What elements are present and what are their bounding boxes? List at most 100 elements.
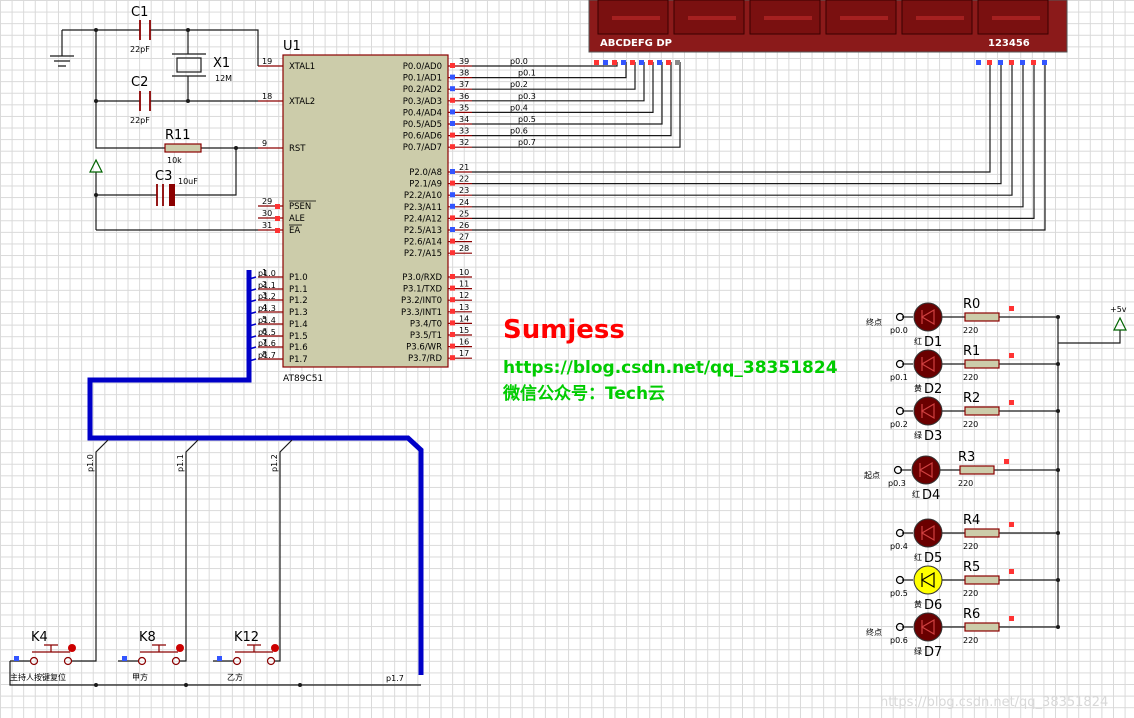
capacitor-c3-polar xyxy=(169,184,175,206)
p1-net-label: p1.4 xyxy=(258,316,276,325)
mcu-left-pin-num: 5 xyxy=(262,315,267,324)
crystal-plates xyxy=(172,53,206,77)
display-pin xyxy=(675,60,680,65)
mcu-right-pin-name: P0.7/AD7 xyxy=(403,143,442,153)
mcu-right-pin-num: 13 xyxy=(459,303,469,312)
pin-marker xyxy=(450,227,455,232)
display-pin xyxy=(1042,60,1047,65)
mcu-left-pin-name: P1.2 xyxy=(289,296,308,306)
resistor-ref: R5 xyxy=(963,560,980,575)
mcu-right-pin-num: 34 xyxy=(459,115,469,124)
mcu-right-pin-num: 21 xyxy=(459,163,469,172)
bus-branch-label: p1.2 xyxy=(270,454,279,472)
led-ref: D2 xyxy=(924,382,942,397)
button-branch-wire xyxy=(72,439,109,662)
pin-marker xyxy=(450,332,455,337)
x1-value: 12M xyxy=(215,74,232,83)
resistor-value: 220 xyxy=(963,636,978,645)
diode-symbol-icon xyxy=(920,355,935,373)
mcu-left-pin-name: ALE xyxy=(289,214,305,224)
url-label: https://blog.csdn.net/qq_38351824 xyxy=(503,358,838,378)
pin-marker xyxy=(450,355,455,361)
button-ref: K12 xyxy=(234,630,259,645)
button-label: 甲方 xyxy=(132,672,148,682)
mcu-right-pin-name: P2.2/A10 xyxy=(404,191,442,201)
pin-marker xyxy=(450,132,455,138)
r11-left-wire xyxy=(95,101,165,149)
button-status-dot xyxy=(68,644,76,652)
resistor-pin-marker xyxy=(1009,522,1014,527)
display-pin xyxy=(666,60,671,65)
junction-dot xyxy=(94,683,98,687)
x1-ref: X1 xyxy=(213,56,230,71)
led-terminal xyxy=(895,406,905,416)
mcu-right-pin-name: P3.3/INT1 xyxy=(401,308,442,318)
led-terminal xyxy=(893,465,903,475)
p1-net-label: p1.1 xyxy=(258,281,276,290)
led-color-label: 黄 xyxy=(914,383,922,393)
mcu-left-pin-name: P1.1 xyxy=(289,285,308,295)
mcu-right-pin-num: 23 xyxy=(459,186,469,195)
resistor-r11 xyxy=(164,143,202,153)
mcu-right-pin-name: P2.6/A14 xyxy=(404,238,442,248)
led-terminal xyxy=(895,528,905,538)
mcu-right-pin-name: P2.4/A12 xyxy=(404,214,442,224)
bus-branch-label: p1.1 xyxy=(176,454,185,472)
capacitor-c2 xyxy=(139,91,151,111)
p2-wire xyxy=(472,62,1046,231)
mcu-right-pin-name: P0.5/AD5 xyxy=(403,120,442,130)
button-status-dot xyxy=(271,644,279,652)
mcu-right-pin-num: 15 xyxy=(459,326,469,335)
display-digit-labels: 123456 xyxy=(988,38,1030,49)
c1-value: 22pF xyxy=(130,45,150,54)
resistor-ref: R3 xyxy=(958,450,975,465)
mcu-right-pin-num: 24 xyxy=(459,198,469,207)
p0-wire xyxy=(472,62,681,148)
crystal-x1 xyxy=(176,57,202,73)
led-d4 xyxy=(911,455,941,485)
p2-wire xyxy=(472,62,1024,208)
resistor-r5 xyxy=(964,575,1000,585)
resistor-pin-marker xyxy=(1009,569,1014,574)
watermark: https://blog.csdn.net/qq_38351824 xyxy=(880,695,1108,710)
mcu-right-pin-num: 10 xyxy=(459,268,469,277)
mcu-left-pin-num: 2 xyxy=(262,280,267,289)
mcu-left-pin-num: 7 xyxy=(262,338,267,347)
mcu-right-pin-name: P0.3/AD3 xyxy=(403,97,442,107)
mcu-right-pin-num: 27 xyxy=(459,233,469,242)
mcu-left-pin-num: 19 xyxy=(262,57,272,66)
junction-dot xyxy=(1056,409,1060,413)
wechat-label: 微信公众号：Tech云 xyxy=(502,383,665,404)
button-pin xyxy=(122,656,127,661)
mcu-left-pin-name: XTAL2 xyxy=(289,97,315,107)
capacitor-c1 xyxy=(139,20,151,40)
p0-net-label: p0.0 xyxy=(510,57,528,66)
junction-dot xyxy=(1056,362,1060,366)
button-terminal xyxy=(63,656,73,666)
mcu-part: AT89C51 xyxy=(283,374,323,384)
led-net-label: p0.4 xyxy=(890,542,908,551)
c3-ref: C3 xyxy=(155,169,172,184)
led-color-label: 黄 xyxy=(914,599,922,609)
junction-dot xyxy=(186,99,190,103)
bus-end-label: p1.7 xyxy=(386,674,404,683)
pin-marker-red xyxy=(275,204,280,209)
led-d3 xyxy=(913,396,943,426)
push-button-icon xyxy=(32,644,70,653)
display-pin xyxy=(639,60,644,65)
pin-marker-red xyxy=(275,228,280,233)
pin-marker xyxy=(450,250,455,256)
led-note: 终点 xyxy=(866,627,882,637)
mcu-right-pin-num: 16 xyxy=(459,338,469,347)
pin-marker xyxy=(450,238,455,244)
resistor-ref: R2 xyxy=(963,391,980,406)
resistor-ref: R6 xyxy=(963,607,980,622)
mcu-right-pin-num: 33 xyxy=(459,127,469,136)
mcu-right-pin-num: 32 xyxy=(459,138,469,147)
p0-wire xyxy=(472,62,672,137)
pin-marker xyxy=(450,97,455,103)
components xyxy=(14,0,1127,666)
led-net-label: p0.0 xyxy=(890,326,908,335)
mcu-right-pin-num: 39 xyxy=(459,57,469,66)
button-pin xyxy=(14,656,19,661)
